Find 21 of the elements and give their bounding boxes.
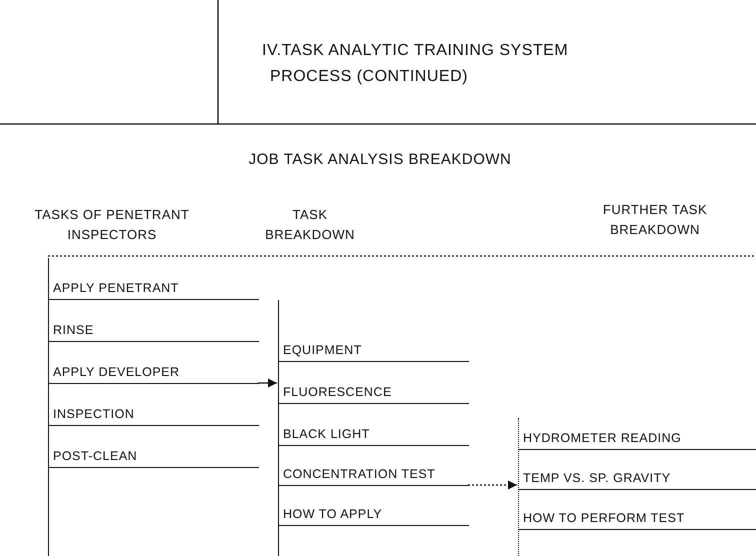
task-row: FLUORESCENCE <box>279 364 469 404</box>
task-row: HYDROMETER READING <box>519 418 756 450</box>
task-row: APPLY DEVELOPER <box>49 344 259 384</box>
task-row: BLACK LIGHT <box>279 406 469 446</box>
task-row: EQUIPMENT <box>279 330 469 362</box>
task-row: TEMP VS. SP. GRAVITY <box>519 452 756 490</box>
task-row: HOW TO APPLY <box>279 488 469 526</box>
heading: JOB TASK ANALYSIS BREAKDOWN <box>248 150 512 170</box>
task-row: CONCENTRATION TEST <box>279 448 469 486</box>
task-row: INSPECTION <box>49 386 259 426</box>
task-row: POST-CLEAN <box>49 428 259 468</box>
task-row: HOW TO PERFORM TEST <box>519 492 756 530</box>
column-panel <box>518 418 756 556</box>
arrow <box>258 378 277 388</box>
task-row: APPLY PENETRANT <box>49 260 259 300</box>
title: IV.TASK ANALYTIC TRAINING SYSTEM PROCESS (CONTINUED) <box>262 41 570 87</box>
arrow <box>468 480 517 490</box>
column-heading: TASKS OF PENETRANT INSPECTORS <box>34 206 190 244</box>
column-heading: FURTHER TASK BREAKDOWN <box>602 201 708 239</box>
column-heading: TASK BREAKDOWN <box>264 206 356 244</box>
task-row: RINSE <box>49 302 259 342</box>
